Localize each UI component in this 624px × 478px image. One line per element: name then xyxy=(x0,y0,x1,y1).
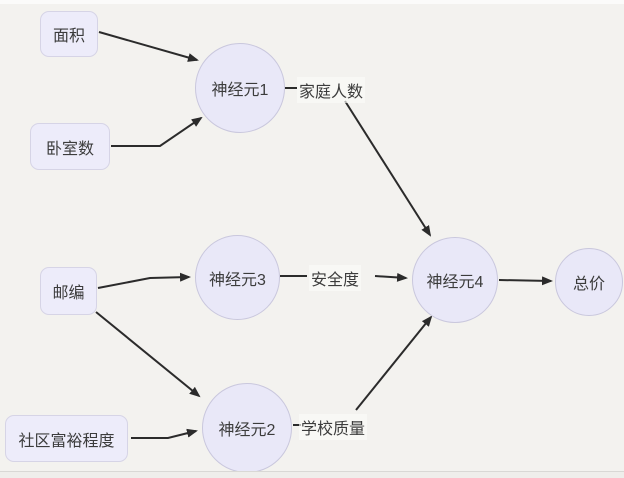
input-node-wealth: 社区富裕程度 xyxy=(5,415,128,462)
neuron-node-3-label: 神经元3 xyxy=(209,271,266,289)
edge-label-safety: 安全度 xyxy=(309,265,362,291)
edge-label-school-quality: 学校质量 xyxy=(299,414,368,440)
edge-neuron4-output xyxy=(498,276,553,286)
input-node-bedrooms-label: 卧室数 xyxy=(45,140,94,158)
input-node-wealth-label: 社区富裕程度 xyxy=(18,432,115,450)
neuron-node-4: 神经元4 xyxy=(412,237,498,323)
edge-schoolquality-neuron4 xyxy=(355,315,433,411)
edge-wealth-neuron2 xyxy=(131,428,198,439)
top-strip xyxy=(0,0,624,4)
neuron-node-4-label: 神经元4 xyxy=(426,274,484,291)
edge-bedrooms-neuron1 xyxy=(111,116,203,147)
neuron-node-3: 神经元3 xyxy=(195,235,280,320)
neuron-node-1: 神经元1 xyxy=(195,43,285,133)
input-node-area: 面积 xyxy=(40,11,98,57)
input-node-area-label: 面积 xyxy=(52,28,85,45)
edge-safety-neuron4 xyxy=(374,272,408,282)
input-node-bedrooms: 卧室数 xyxy=(30,123,110,170)
input-node-zipcode-label: 邮编 xyxy=(52,285,85,302)
neuron-node-2-label: 神经元2 xyxy=(218,422,276,439)
neuron-node-1-label: 神经元1 xyxy=(211,82,269,99)
edge-zipcode-neuron2 xyxy=(95,311,201,398)
edge-zipcode-neuron3 xyxy=(97,272,191,289)
bottom-strip xyxy=(0,471,624,478)
output-node-price-label: 总价 xyxy=(572,276,605,293)
input-node-zipcode: 邮编 xyxy=(40,267,97,315)
neuron-node-2: 神经元2 xyxy=(202,383,292,473)
output-node-price: 总价 xyxy=(555,248,623,316)
edge-familysize-neuron4 xyxy=(344,100,432,237)
edge-area-neuron1 xyxy=(98,31,199,62)
edge-label-family-size: 家庭人数 xyxy=(297,77,366,103)
